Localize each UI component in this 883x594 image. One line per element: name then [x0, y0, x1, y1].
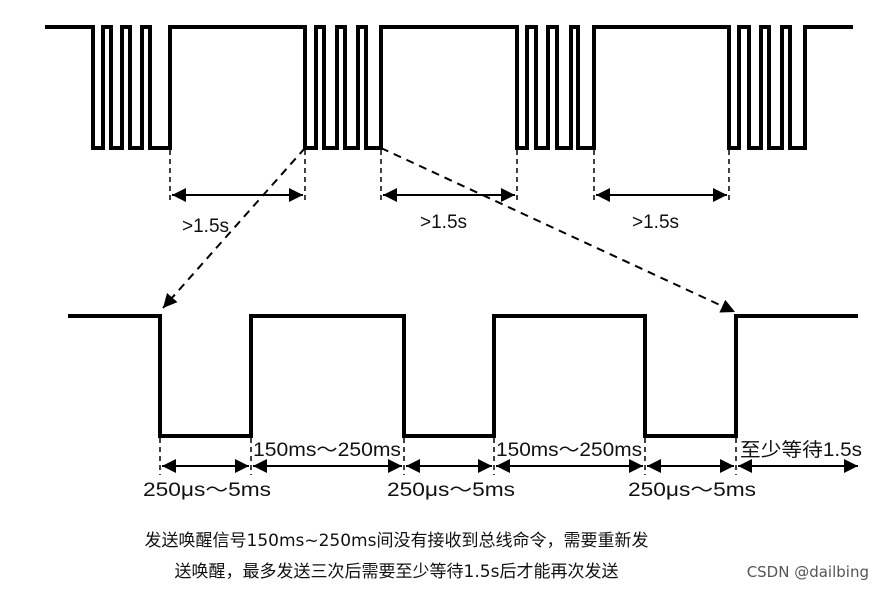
top-interval-guides — [169, 150, 730, 200]
watermark: CSDN @dailbing — [746, 563, 869, 581]
low-interval-label: 250μs～5ms — [387, 480, 515, 501]
zoom-arrows — [162, 147, 736, 313]
top-waveform — [45, 25, 853, 150]
high-interval-label: 150ms～250ms — [496, 440, 642, 461]
high-interval-label: 150ms～250ms — [253, 440, 401, 461]
bottom-waveform — [68, 314, 858, 438]
top-interval-label: >1.5s — [420, 212, 467, 233]
top-interval-label: >1.5s — [632, 212, 679, 233]
caption-line-1: 发送唤醒信号150ms~250ms间没有接收到总线命令，需要重新发 — [144, 531, 649, 551]
bottom-interval-guides — [159, 438, 737, 475]
wait-label: 至少等待1.5s — [740, 439, 862, 461]
low-interval-label: 250μs～5ms — [628, 480, 756, 501]
caption-line-2: 送唤醒，最多发送三次后需要至少等待1.5s后才能再次发送 — [174, 562, 619, 582]
low-interval-label: 250μs～5ms — [143, 480, 271, 501]
top-interval-label: >1.5s — [182, 216, 229, 237]
